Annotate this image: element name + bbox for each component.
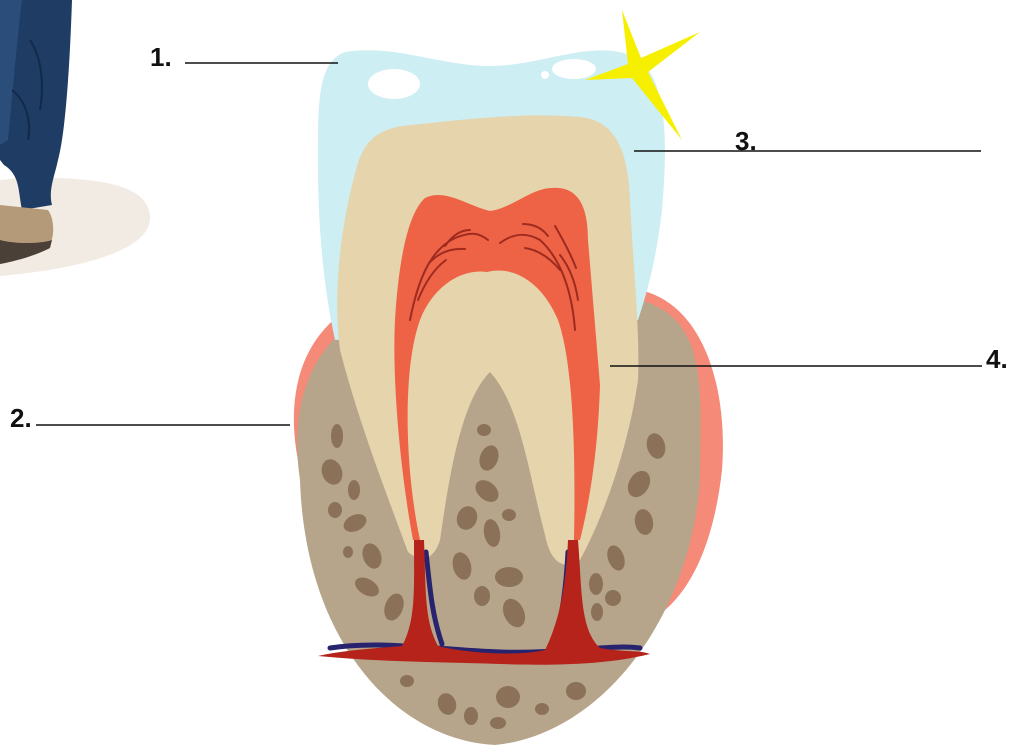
label-3: 3.: [735, 128, 757, 154]
label-4: 4.: [986, 346, 1008, 372]
person-legs-icon: [0, 0, 150, 276]
label-2: 2.: [10, 405, 32, 431]
label-1: 1.: [150, 44, 172, 70]
